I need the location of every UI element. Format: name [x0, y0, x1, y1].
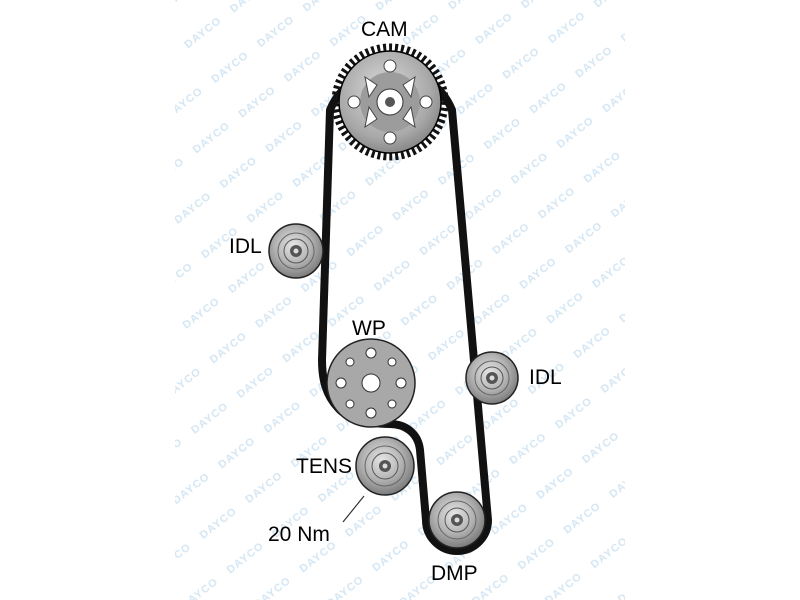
damper-pulley: [428, 491, 486, 549]
idler-pulley-left: [268, 223, 324, 279]
cam-label: CAM: [361, 18, 408, 41]
tensioner-pulley: [355, 436, 415, 496]
idler-left-label: IDL: [229, 235, 262, 258]
idler-pulley-right: [465, 351, 519, 405]
torque-label: 20 Nm: [268, 523, 330, 546]
water-pump-label: WP: [352, 317, 386, 340]
idler-right-label: IDL: [529, 366, 562, 389]
damper-label: DMP: [431, 562, 478, 585]
water-pump-pulley: [326, 338, 416, 428]
tensioner-label: TENS: [296, 455, 353, 478]
torque-leader-line: [342, 495, 365, 523]
cam-sprocket: [331, 43, 449, 161]
